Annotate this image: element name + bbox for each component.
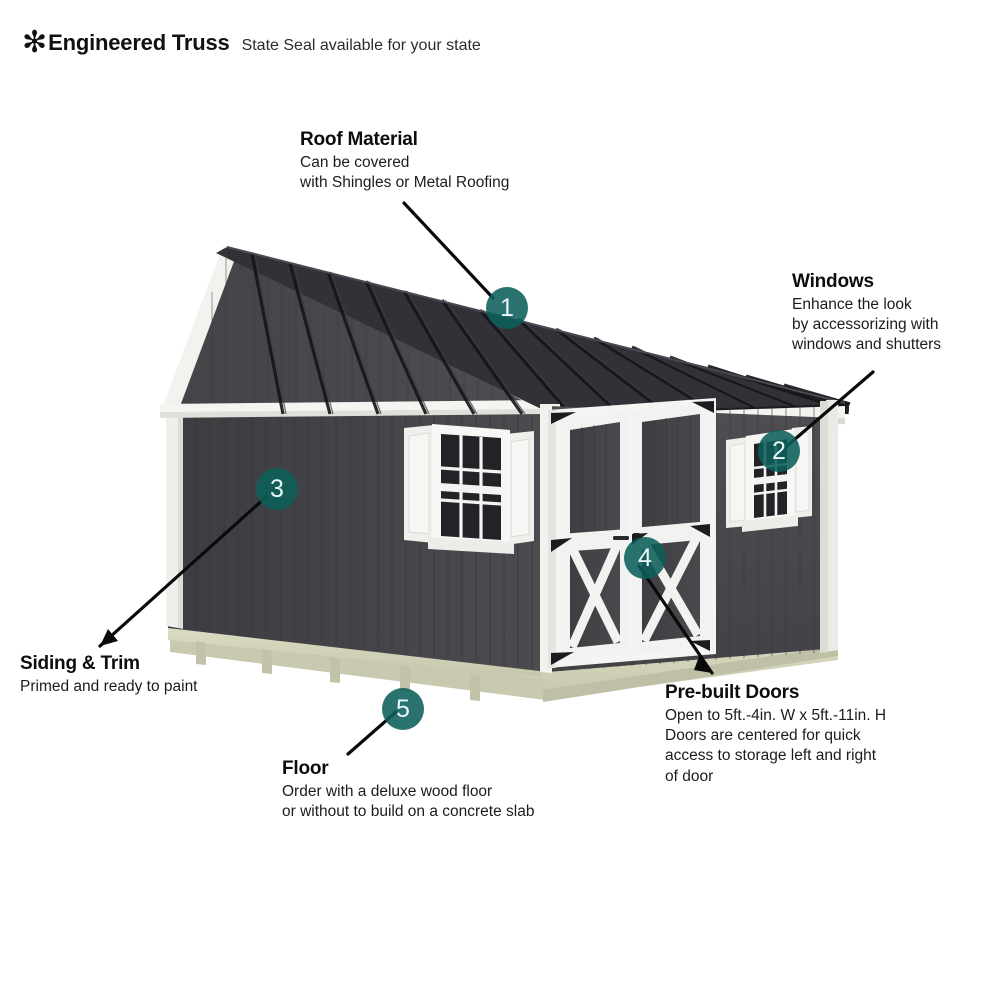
- callout-badge-2[interactable]: 2: [758, 430, 800, 472]
- callout-roof-body: Can be covered with Shingles or Metal Ro…: [300, 154, 510, 192]
- callout-badge-5[interactable]: 5: [382, 688, 424, 730]
- callout-siding-trim: Siding & Trim Primed and ready to paint: [20, 652, 198, 697]
- leader-arrowheads: [100, 629, 712, 673]
- callout-badge-4[interactable]: 4: [624, 537, 666, 579]
- callout-windows-title: Windows: [792, 271, 874, 292]
- asterisk-icon: ✻: [22, 26, 48, 59]
- header: ✻ Engineered Truss State Seal available …: [22, 26, 481, 59]
- callout-doors-body: Open to 5ft.-4in. W x 5ft.-11in. H Doors…: [665, 707, 887, 785]
- callout-floor-title: Floor: [282, 758, 329, 779]
- leader-line-2: [785, 370, 875, 448]
- callout-windows-body: Enhance the look by accessorizing with w…: [792, 296, 942, 354]
- page-title: Engineered Truss: [48, 30, 230, 55]
- callout-badge-3[interactable]: 3: [256, 468, 298, 510]
- leader-line-3: [98, 495, 268, 648]
- callout-siding-body: Primed and ready to paint: [20, 678, 198, 696]
- callout-prebuilt-doors: Pre-built Doors Open to 5ft.-4in. W x 5f…: [665, 681, 886, 787]
- callout-siding-title: Siding & Trim: [20, 653, 140, 674]
- callout-roof-material: Roof Material Can be covered with Shingl…: [300, 128, 509, 193]
- callout-windows: Windows Enhance the look by accessorizin…: [792, 270, 941, 356]
- callout-doors-title: Pre-built Doors: [665, 682, 800, 703]
- callout-floor: Floor Order with a deluxe wood floor or …: [282, 757, 534, 822]
- header-subtitle: State Seal available for your state: [241, 37, 481, 54]
- callout-floor-body: Order with a deluxe wood floor or withou…: [282, 783, 535, 821]
- callout-roof-title: Roof Material: [300, 129, 418, 150]
- callout-badge-1[interactable]: 1: [486, 287, 528, 329]
- leader-line-1: [402, 201, 495, 300]
